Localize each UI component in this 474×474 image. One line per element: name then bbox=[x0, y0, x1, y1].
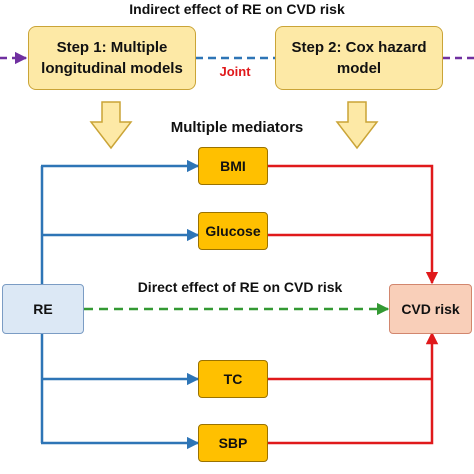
mediator-glucose: Glucose bbox=[198, 212, 268, 250]
step2-line2: model bbox=[336, 60, 382, 77]
step2-line1: Step 2: Cox hazard bbox=[291, 39, 427, 56]
step2-box: Step 2: Cox hazard model bbox=[275, 26, 443, 90]
step1-box: Step 1: Multiple longitudinal models bbox=[28, 26, 196, 90]
mediator-sbp: SBP bbox=[198, 424, 268, 462]
step1-line2: longitudinal models bbox=[41, 60, 183, 77]
step1-line1: Step 1: Multiple bbox=[56, 39, 168, 56]
mediator-bmi: BMI bbox=[198, 147, 268, 185]
outcome-cvd-risk: CVD risk bbox=[389, 284, 472, 334]
mediator-tc: TC bbox=[198, 360, 268, 398]
exposure-re: RE bbox=[2, 284, 84, 334]
indirect-effect-title: Indirect effect of RE on CVD risk bbox=[129, 1, 345, 17]
joint-label: Joint bbox=[219, 64, 251, 79]
down-block-arrow-right bbox=[335, 101, 379, 150]
down-block-arrow-left bbox=[89, 101, 133, 150]
arrow-upper-mediators-cvd bbox=[268, 164, 439, 285]
direct-effect-title: Direct effect of RE on CVD risk bbox=[137, 279, 343, 295]
mediators-title: Multiple mediators bbox=[170, 119, 304, 136]
arrow-lower-mediators-cvd bbox=[268, 331, 439, 445]
